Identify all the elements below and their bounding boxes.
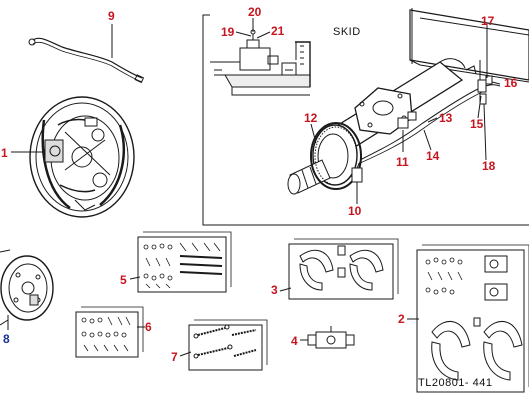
parts-15-18-bracket-clip[interactable] xyxy=(465,60,493,105)
leader-21 xyxy=(256,31,271,39)
callout-18[interactable]: 18 xyxy=(482,159,496,173)
part-12-tone-ring[interactable] xyxy=(310,122,362,190)
leader-19 xyxy=(235,31,252,37)
part-1-brake-assembly[interactable] xyxy=(29,96,135,218)
part-9-brake-cable[interactable] xyxy=(28,37,145,84)
part-6-small-hardware-kit[interactable] xyxy=(75,306,144,358)
leader-14 xyxy=(423,129,432,151)
leader-15 xyxy=(477,95,482,119)
part-2-shoe-kit[interactable] xyxy=(416,244,529,393)
callout-12[interactable]: 12 xyxy=(304,111,318,125)
drawing-code: TL20801- 441 xyxy=(418,377,493,389)
callout-14[interactable]: 14 xyxy=(426,149,440,163)
sensor-harness[interactable] xyxy=(357,84,501,165)
leader-13 xyxy=(427,117,438,123)
leader-5 xyxy=(129,276,141,280)
section-label-skid: SKID xyxy=(333,26,361,38)
callout-5[interactable]: 5 xyxy=(120,273,127,287)
leader-3 xyxy=(279,287,292,292)
callout-10[interactable]: 10 xyxy=(348,204,362,218)
callout-16[interactable]: 16 xyxy=(504,76,518,90)
callout-8[interactable]: 8 xyxy=(3,332,10,346)
part-8-backing-plate[interactable] xyxy=(0,249,54,326)
detail-wheel-cylinder-bleeder[interactable] xyxy=(210,29,311,96)
callout-6[interactable]: 6 xyxy=(145,320,152,334)
leader-16 xyxy=(491,81,501,85)
part-5-hardware-kit[interactable] xyxy=(137,231,232,293)
callout-7[interactable]: 7 xyxy=(171,350,178,364)
callout-11[interactable]: 11 xyxy=(396,155,409,169)
part-7-spring-kit[interactable] xyxy=(188,319,268,371)
callout-17[interactable]: 17 xyxy=(481,14,495,28)
callout-3[interactable]: 3 xyxy=(271,283,278,297)
leader-12 xyxy=(310,123,317,144)
callout-15[interactable]: 15 xyxy=(470,117,484,131)
callout-4[interactable]: 4 xyxy=(291,334,298,348)
skid-section-bracket xyxy=(202,14,529,226)
leader-18 xyxy=(483,103,487,161)
callout-21[interactable]: 21 xyxy=(271,24,285,38)
callout-1[interactable]: 1 xyxy=(1,146,8,160)
callout-9[interactable]: 9 xyxy=(108,9,115,23)
part-4-wheel-cylinder[interactable] xyxy=(307,326,355,349)
callout-2[interactable]: 2 xyxy=(398,312,405,326)
part-3-brake-shoes[interactable] xyxy=(288,238,399,300)
leader-7 xyxy=(179,351,192,357)
callout-20[interactable]: 20 xyxy=(248,5,262,19)
callout-13[interactable]: 13 xyxy=(439,111,453,125)
callout-19[interactable]: 19 xyxy=(221,25,235,39)
